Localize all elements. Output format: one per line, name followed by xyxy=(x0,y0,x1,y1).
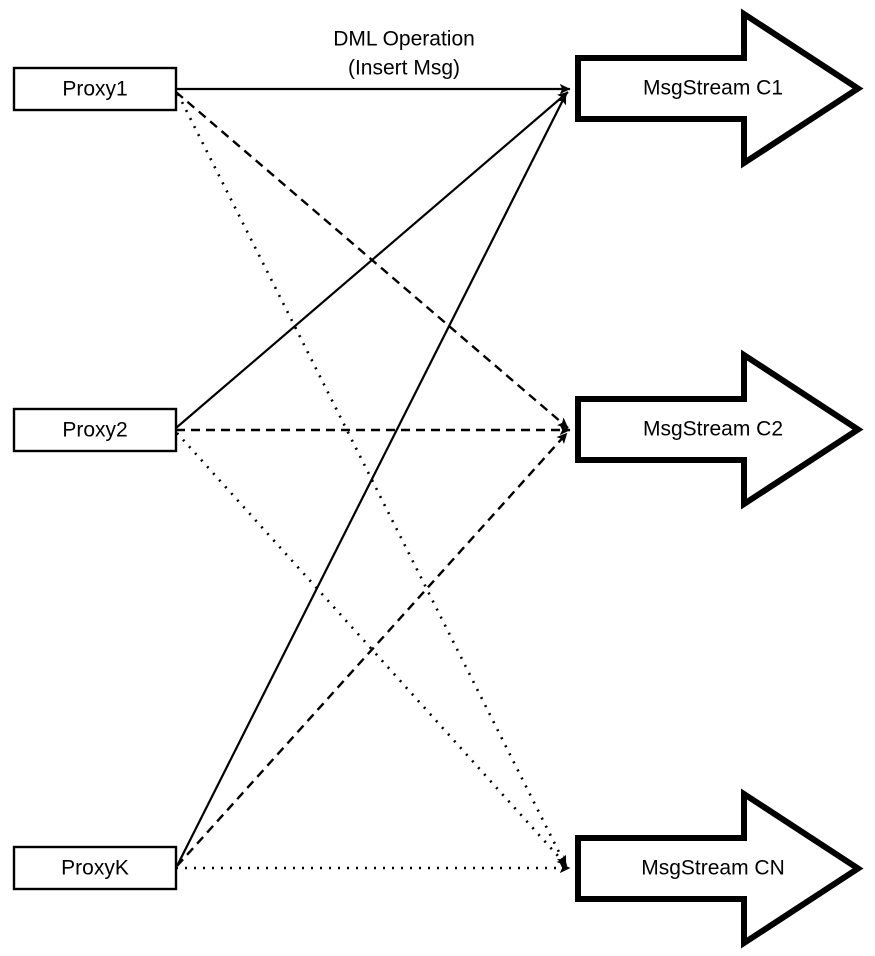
msgstream-arrows-layer: MsgStream C1 MsgStream C2 MsgStream CN xyxy=(575,8,864,949)
edges-layer xyxy=(175,83,571,874)
edge-proxyk-to-msgstream-c2 xyxy=(176,432,568,867)
msgstream-c2-block-arrow[interactable] xyxy=(575,349,864,510)
msgstream-c1-label: MsgStream C1 xyxy=(643,77,783,100)
proxy-node-proxy2[interactable]: Proxy2 xyxy=(12,407,178,453)
proxy1-box[interactable] xyxy=(12,66,178,112)
msgstream-cn-label: MsgStream CN xyxy=(641,857,785,880)
msgstream-node-cn[interactable]: MsgStream CN xyxy=(575,788,864,949)
proxy2-label: Proxy2 xyxy=(62,419,127,442)
msgstream-cn-block-arrow[interactable] xyxy=(575,788,864,949)
msgstream-c1-block-arrow[interactable] xyxy=(575,8,864,169)
proxy-node-proxy1[interactable]: Proxy1 xyxy=(12,66,178,112)
dml-operation-label-line1: DML Operation xyxy=(333,28,475,51)
msgstream-node-c2[interactable]: MsgStream C2 xyxy=(575,349,864,510)
proxy-node-proxyK[interactable]: ProxyK xyxy=(12,845,178,891)
msgstream-node-c1[interactable]: MsgStream C1 xyxy=(575,8,864,169)
dml-operation-label-line2: (Insert Msg) xyxy=(348,57,460,80)
proxy2-box[interactable] xyxy=(12,407,178,453)
proxyk-label: ProxyK xyxy=(61,857,129,880)
edge-proxy2-to-msgstream-c1 xyxy=(175,91,569,429)
msgstream-c2-label: MsgStream C2 xyxy=(643,418,783,441)
proxy-nodes-layer: Proxy1 Proxy2 ProxyK xyxy=(12,66,178,891)
proxyk-box[interactable] xyxy=(12,845,178,891)
edge-proxyk-to-msgstream-c1 xyxy=(176,93,567,867)
edge-label-group: DML Operation (Insert Msg) xyxy=(333,28,475,80)
proxy1-label: Proxy1 xyxy=(62,78,127,101)
